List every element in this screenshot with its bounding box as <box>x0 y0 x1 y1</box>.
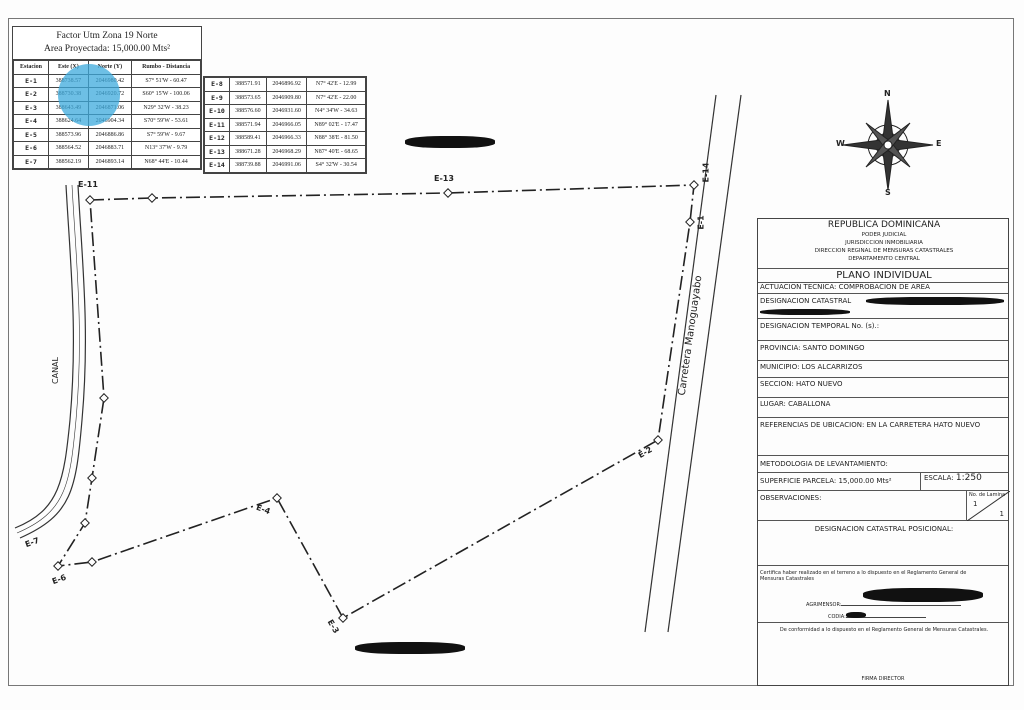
signature-redaction <box>863 588 983 602</box>
station-marker <box>53 561 63 571</box>
escala-label: ESCALA: <box>924 474 954 482</box>
compass-n: N <box>884 89 891 98</box>
station-marker <box>338 613 348 623</box>
escala-value: 1:250 <box>955 473 982 483</box>
temporal: DESIGNACION TEMPORAL No. (s).: <box>758 319 1008 341</box>
codia-label: CODIA: <box>828 614 846 620</box>
table-title-2: Area Proyectada: 15,000.00 Mts² <box>43 44 171 54</box>
lamina-label: No. de Lamina <box>969 492 1006 498</box>
superficie-row: SUPERFICIE PARCELA: 15,000.00 Mts² ESCAL… <box>758 473 1008 491</box>
header-line: DIRECCION REGINAL DE MENSURAS CATASTRALE… <box>814 248 954 254</box>
redaction <box>866 297 1004 305</box>
station-marker <box>685 217 695 227</box>
station-marker <box>80 518 90 528</box>
station-marker <box>87 473 97 483</box>
header-line: JURISDICCION INMOBILIARIA <box>845 240 923 246</box>
municipio: MUNICIPIO: LOS ALCARRIZOS <box>758 361 1008 378</box>
header-line: PODER JUDICIAL <box>861 232 907 238</box>
conformidad: De conformidad a lo dispuesto en el Regl… <box>779 627 989 633</box>
canal-bank-right <box>19 184 87 539</box>
page-border <box>8 18 1014 686</box>
lamina-num: 1 <box>973 500 978 508</box>
compass-e: E <box>936 139 942 148</box>
redaction <box>760 309 850 315</box>
superficie: SUPERFICIE PARCELA: 15,000.00 Mts² <box>760 477 892 485</box>
lamina-total: 1 <box>999 510 1004 518</box>
compass-w: W <box>836 139 845 148</box>
metodologia: METODOLOGIA DE LEVANTAMIENTO: <box>758 456 1008 473</box>
road-edge-left <box>644 94 717 633</box>
redaction <box>355 642 465 654</box>
station-marker <box>653 435 663 445</box>
station-label: E-14 <box>701 162 711 183</box>
canal-center <box>16 184 80 534</box>
station-label: E-1 <box>696 215 706 230</box>
table-cell: 2046893.14 <box>87 154 133 169</box>
seccion: SECCION: HATO NUEVO <box>758 378 1008 398</box>
table-cell: E-13 <box>204 144 230 159</box>
posicional: DESIGNACION CATASTRAL POSICIONAL: <box>758 521 1008 566</box>
station-marker <box>272 493 282 503</box>
station-marker <box>443 188 453 198</box>
canal-lines <box>14 184 87 539</box>
title-header: REPUBLICA DOMINICANA PODER JUDICIAL JURI… <box>758 219 1008 269</box>
road-edge-right <box>667 94 742 633</box>
station-label: E-11 <box>78 180 98 189</box>
designacion-label: DESIGNACION CATASTRAL <box>760 297 852 305</box>
table-title-1: Factor Utm Zona 19 Norte <box>56 31 158 41</box>
table-cell: 388562.19 <box>48 154 89 169</box>
actuacion: ACTUACION TECNICA: COMPROBACION DE AREA <box>758 283 1008 294</box>
table-cell: E-7 <box>12 154 50 169</box>
table-cell: E-4 <box>12 114 50 129</box>
station-marker <box>99 393 109 403</box>
certifica-row: Certifica haber realizado en el terreno … <box>758 566 1008 623</box>
table-cell: E-14 <box>204 158 230 173</box>
canal-label: CANAL <box>50 357 60 384</box>
table-cell: E-5 <box>12 127 50 142</box>
station-label: E-13 <box>434 174 454 183</box>
table-cell: E-2 <box>12 87 50 102</box>
canal-bank-left <box>14 184 75 529</box>
road-lines <box>644 94 742 633</box>
observaciones: OBSERVACIONES: <box>760 494 822 502</box>
redaction <box>405 136 495 148</box>
provincia: PROVINCIA: SANTO DOMINGO <box>758 341 1008 361</box>
header-line: DEPARTAMENTO CENTRAL <box>848 256 920 262</box>
table-cell: 388739.88 <box>228 158 267 173</box>
referencias: REFERENCIAS DE UBICACION: EN LA CARRETER… <box>758 418 1008 456</box>
station-marker <box>147 193 157 203</box>
compass-rose <box>842 99 934 191</box>
station-marker <box>87 557 97 567</box>
redaction <box>846 612 866 618</box>
country: REPUBLICA DOMINICANA <box>827 220 941 230</box>
station-marker <box>85 195 95 205</box>
compass-s: S <box>885 188 891 197</box>
designacion: DESIGNACION CATASTRAL <box>758 294 1008 319</box>
conformidad-row: De conformidad a lo dispuesto en el Regl… <box>758 623 1008 686</box>
lugar: LUGAR: CABALLONA <box>758 398 1008 418</box>
parcel-boundary <box>56 184 695 620</box>
title-block: REPUBLICA DOMINICANA PODER JUDICIAL JURI… <box>757 218 1010 686</box>
firma-director: FIRMA DIRECTOR <box>861 676 905 682</box>
table-cell: N68° 44'E - 10.44 <box>131 154 201 169</box>
station-marker <box>689 180 699 190</box>
agrimensor-label: AGRIMENSOR: <box>806 602 842 608</box>
watermark-logo <box>58 64 120 126</box>
certifica: Certifica haber realizado en el terreno … <box>760 570 967 582</box>
observaciones-row: OBSERVACIONES: No. de Lamina 1 1 <box>758 491 1010 521</box>
table-cell: S4° 32'W - 30.54 <box>306 158 366 173</box>
plan-title: PLANO INDIVIDUAL <box>758 269 1008 283</box>
